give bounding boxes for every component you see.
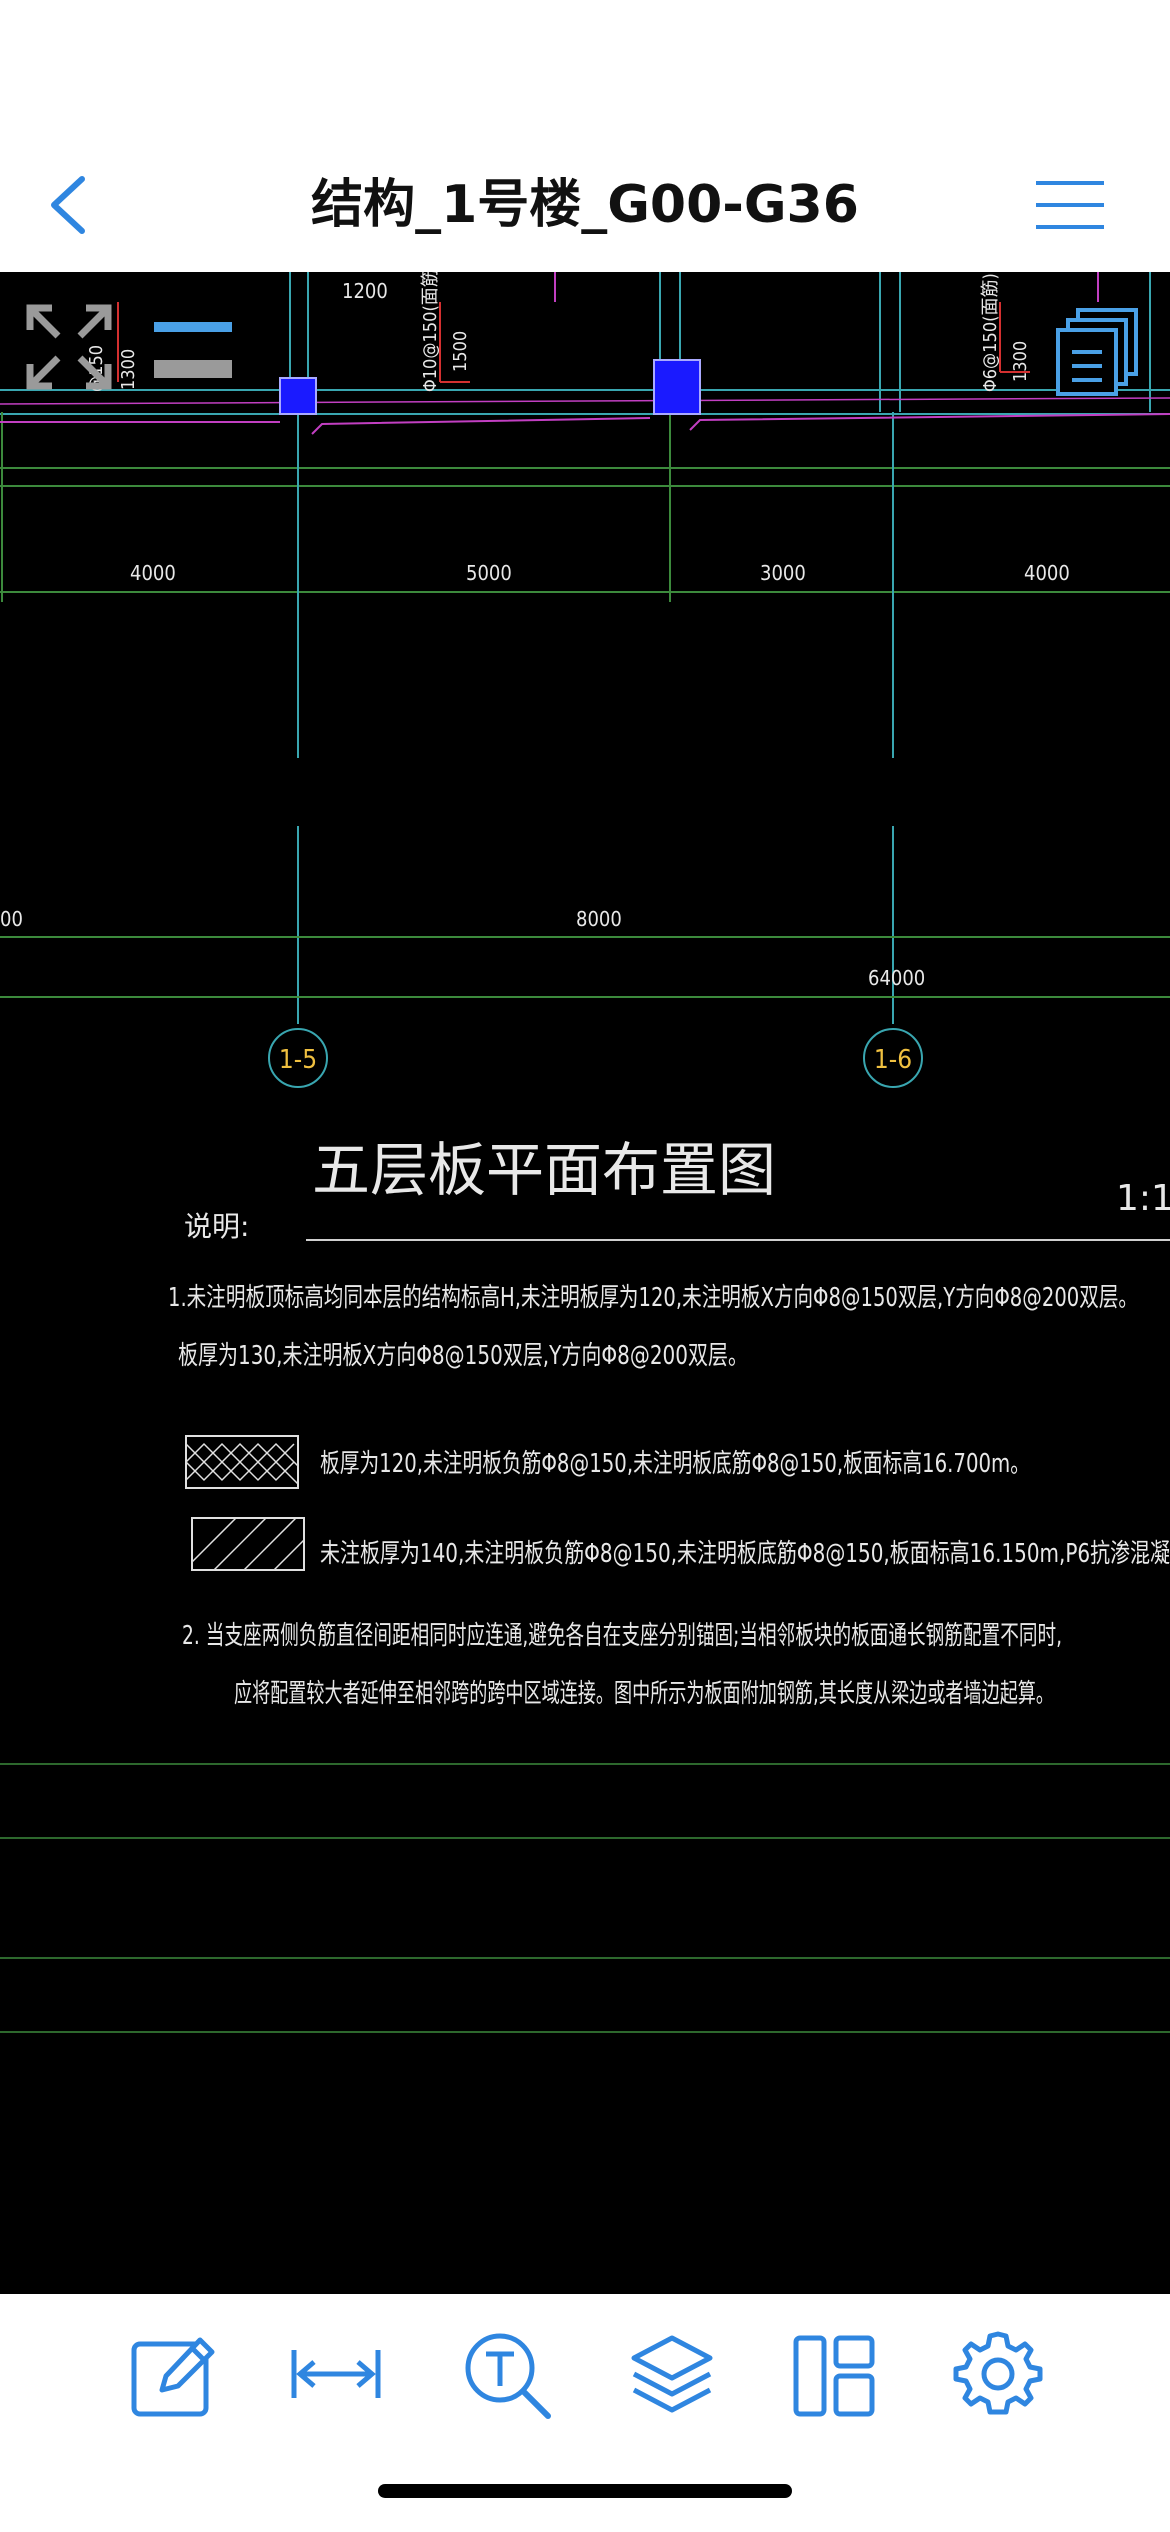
settings-button[interactable]: [948, 2324, 1048, 2424]
layer-toggle-button[interactable]: [154, 322, 232, 378]
layout-button[interactable]: [784, 2324, 884, 2424]
fullscreen-button[interactable]: [26, 304, 112, 390]
column-marker: [279, 377, 317, 415]
drawing-canvas[interactable]: @150 1300 1200 Φ10@150(面筋) 1500 Φ6@150(面…: [0, 272, 1170, 2294]
rebar-label: Φ10@150(面筋): [420, 272, 441, 392]
rebar-lines: [117, 302, 1030, 383]
layer-bars-icon: [154, 322, 232, 378]
note-2-line-1: 2. 当支座两侧负筋直径间距相同时应连通,避免各自在支座分别锚固;当相邻板块的板…: [182, 1621, 1062, 1651]
axis-label: 1-6: [874, 1045, 912, 1075]
measure-button[interactable]: [286, 2324, 386, 2424]
plan-scale: 1:10: [1116, 1178, 1170, 1219]
expand-arrows-icon: [26, 304, 112, 390]
rebar-label: 1300: [1010, 341, 1031, 382]
note-1-line-2: 板厚为130,未注明板X方向Φ8@150双层,Y方向Φ8@200双层。: [178, 1341, 748, 1371]
measure-icon: [291, 2350, 381, 2398]
dimension-label: 5000: [466, 561, 512, 585]
legend-hatch-herringbone: [185, 1435, 299, 1489]
dimension-label: 00: [0, 907, 23, 931]
plan-title: 五层板平面布置图: [312, 1136, 776, 1204]
column-marker: [653, 359, 701, 415]
menu-icon: [1036, 181, 1104, 229]
grid-lines: [0, 272, 1170, 2033]
axis-bubble: [268, 1028, 328, 1088]
dimension-label: 64000: [868, 966, 925, 990]
settings-icon: [953, 2331, 1043, 2415]
axis-bubble: [863, 1028, 923, 1088]
note-1-line-1: 1.未注明板顶标高均同本层的结构标高H,未注明板厚为120,未注明板X方向Φ8@…: [168, 1283, 1138, 1313]
bottom-toolbar: [0, 2294, 1170, 2532]
text-search-icon: [465, 2333, 551, 2419]
rebar-label: 1300: [118, 349, 139, 390]
page-title: 结构_1号楼_G00-G36: [311, 175, 859, 235]
dimension-label: 8000: [576, 907, 622, 931]
layout-icon: [793, 2335, 875, 2417]
notes-heading: 说明:: [184, 1210, 249, 1243]
dimension-label: 3000: [760, 561, 806, 585]
legend-2-text: 未注板厚为140,未注明板负筋Φ8@150,未注明板底筋Φ8@150,板面标高1…: [320, 1539, 1170, 1569]
menu-button[interactable]: [1030, 175, 1110, 235]
layers-button[interactable]: [622, 2324, 722, 2424]
legend-hatch-diagonal: [191, 1517, 305, 1571]
axis-label: 1-5: [279, 1045, 317, 1075]
edit-icon: [131, 2337, 215, 2417]
drawing-svg: @150 1300 1200 Φ10@150(面筋) 1500 Φ6@150(面…: [0, 272, 1170, 2033]
note-2-line-2: 应将配置较大者延伸至相邻跨的跨中区域连接。图中所示为板面附加钢筋,其长度从梁边或…: [234, 1679, 1054, 1709]
rebar-label: Φ6@150(面筋): [980, 273, 1001, 392]
stacked-pages-icon: [1056, 308, 1138, 396]
nav-bar: 结构_1号楼_G00-G36: [0, 0, 1170, 272]
dimension-label: 4000: [130, 561, 176, 585]
slab-edges: [0, 272, 1170, 435]
text-search-button[interactable]: [458, 2324, 558, 2424]
pages-button[interactable]: [1056, 308, 1138, 396]
rebar-label: 1200: [342, 279, 388, 303]
legend-1-text: 板厚为120,未注明板负筋Φ8@150,未注明板底筋Φ8@150,板面标高16.…: [320, 1449, 1030, 1479]
layers-icon: [631, 2335, 713, 2413]
edit-button[interactable]: [122, 2324, 222, 2424]
chevron-left-icon: [51, 176, 85, 234]
home-indicator: [378, 2484, 792, 2498]
rebar-label: 1500: [450, 331, 471, 372]
back-button[interactable]: [40, 165, 110, 245]
dimension-label: 4000: [1024, 561, 1070, 585]
